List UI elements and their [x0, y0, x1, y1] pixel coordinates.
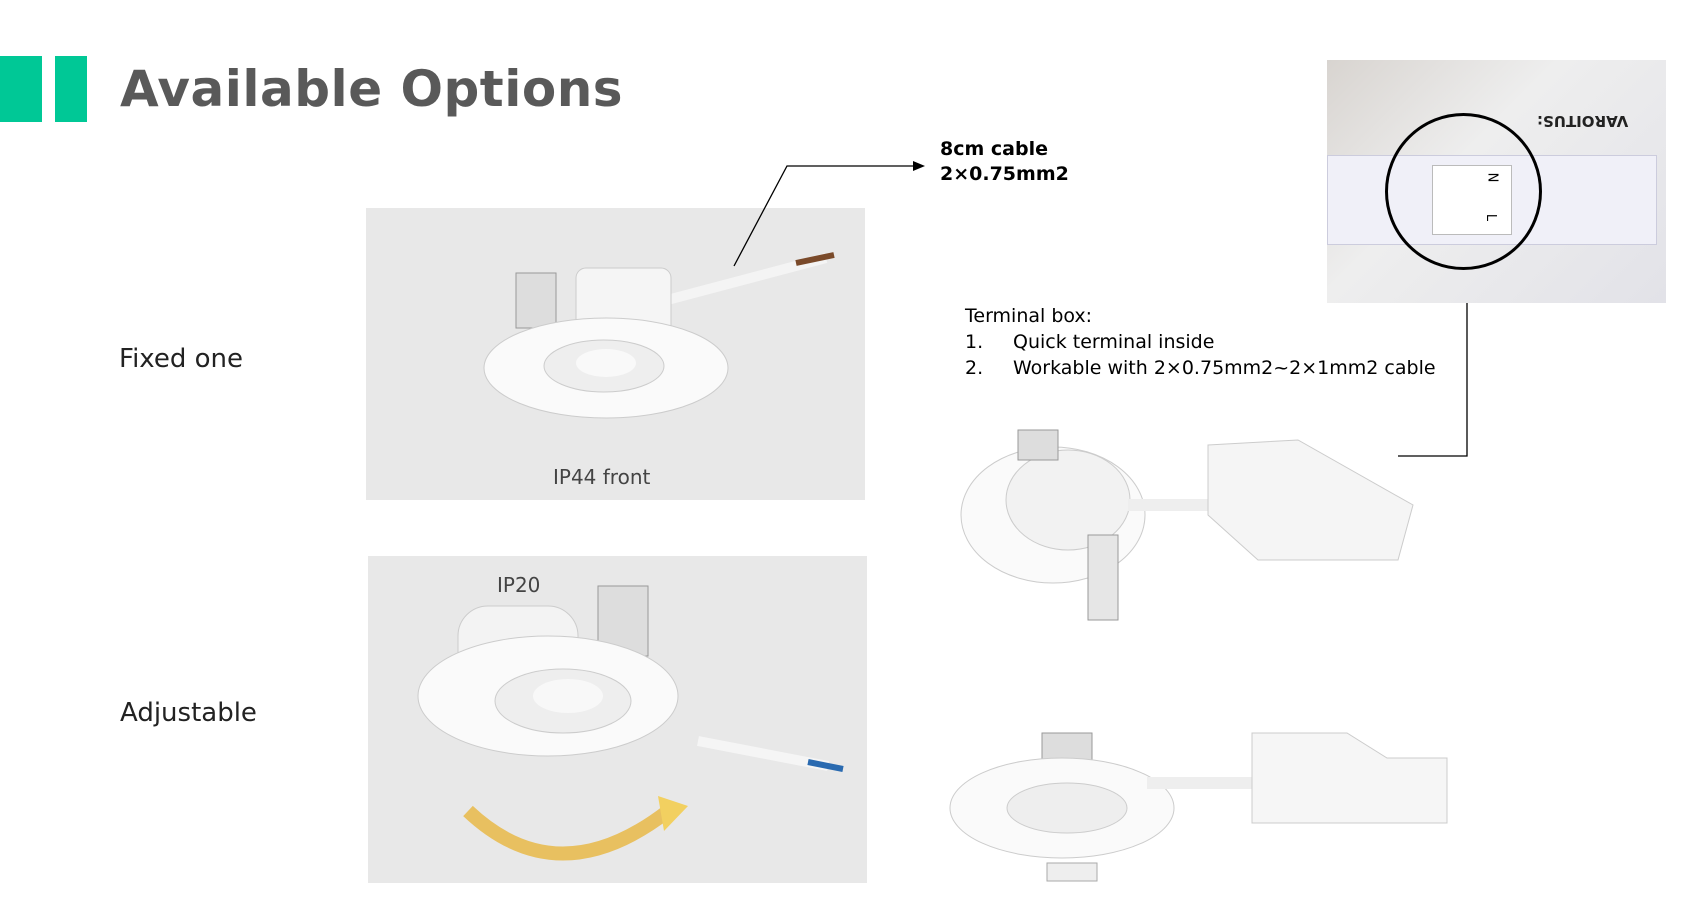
fixed-image-caption: IP44 front	[553, 465, 651, 489]
accent-bar-2	[55, 56, 87, 122]
cable-note: 8cm cable 2×0.75mm2	[940, 137, 1069, 187]
terminal-item: 2.Workable with 2×0.75mm2~2×1mm2 cable	[965, 357, 1436, 379]
cable-spec: 2×0.75mm2	[940, 163, 1069, 185]
arrow-head-icon	[913, 161, 925, 171]
option-label-adjustable: Adjustable	[120, 698, 257, 728]
option-label-fixed: Fixed one	[119, 344, 244, 374]
terminal-heading: Terminal box:	[965, 305, 1093, 327]
photo-warning-text: VAROITUS:	[1537, 112, 1629, 130]
slide-title: Available Options	[120, 60, 624, 118]
terminal-item: 1.Quick terminal inside	[965, 331, 1215, 353]
cable-length: 8cm cable	[940, 138, 1048, 160]
terminal-box-photo: VAROITUS: N L	[1327, 60, 1666, 303]
highlight-circle	[1385, 113, 1542, 270]
accent-bar-1	[0, 56, 42, 122]
lamp-with-terminal-box-side	[949, 732, 1448, 882]
adjustable-lamp-image	[368, 556, 867, 883]
fixed-downlight-illustration	[483, 252, 835, 419]
terminal-note: Terminal box: 1.Quick terminal inside 2.…	[965, 303, 1436, 381]
fixed-lamp-image	[366, 208, 865, 500]
adjustable-downlight-illustration	[417, 585, 844, 861]
lamp-with-terminal-box-top	[960, 429, 1414, 621]
adjustable-image-caption: IP20	[497, 573, 541, 597]
